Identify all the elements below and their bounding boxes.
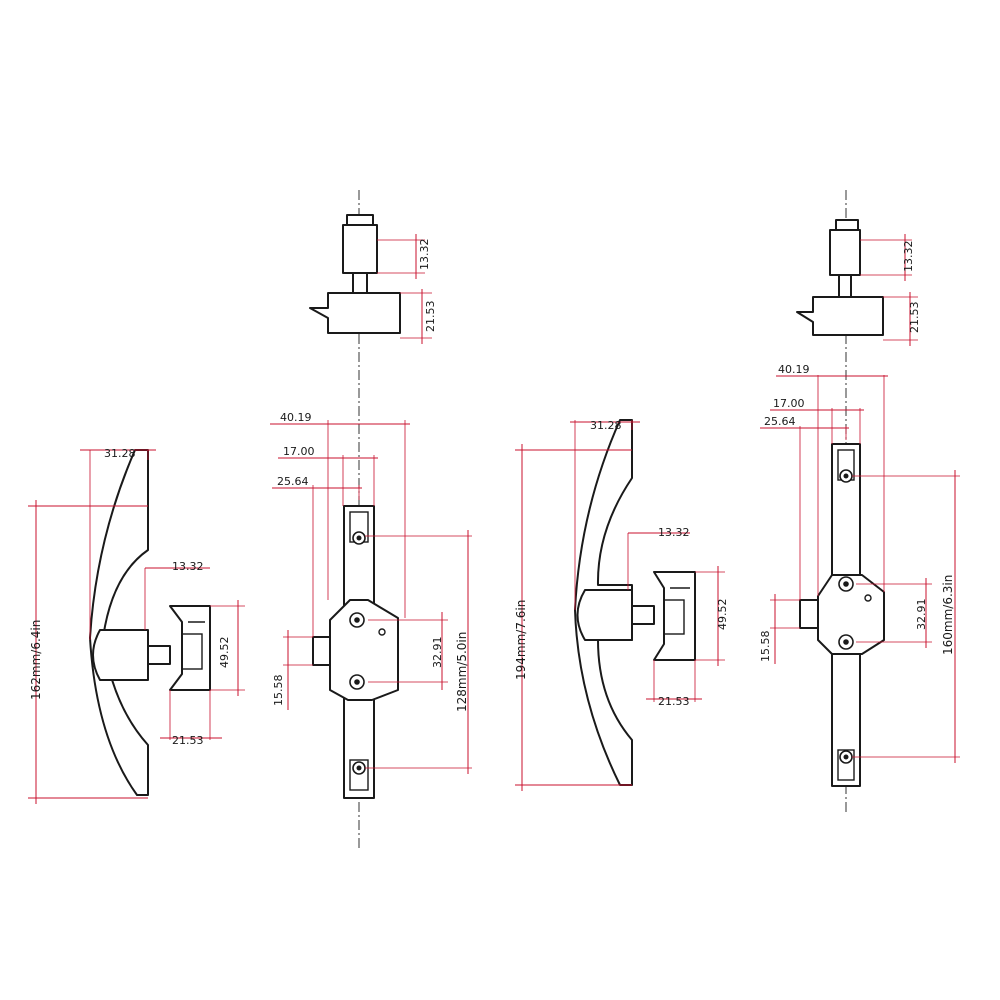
small-handle-shaft <box>147 645 171 665</box>
small-handle-cam <box>169 605 211 691</box>
large-top-pin <box>829 229 861 276</box>
large-handle-side-view <box>574 419 696 786</box>
label-49-52-a: 49.52 <box>218 637 231 669</box>
small-top-pin-head <box>346 214 374 226</box>
label-15-58-a: 15.58 <box>272 675 285 707</box>
label-21-53-d: 21.53 <box>908 302 921 334</box>
label-spacing-large: 160mm/6.3in <box>941 575 955 655</box>
small-plate-dimensions: 40.19 17.00 25.64 15.58 32.91 128mm/5.0i… <box>270 411 472 774</box>
label-32-91-a: 32.91 <box>431 637 444 669</box>
label-spacing-small: 128mm/5.0in <box>455 632 469 712</box>
large-top-stem <box>838 274 852 298</box>
label-21-53-b: 21.53 <box>424 301 437 333</box>
label-40-19-a: 40.19 <box>280 411 312 424</box>
label-32-91-b: 32.91 <box>915 599 928 631</box>
label-21-53-c: 21.53 <box>658 695 690 708</box>
label-25-64-b: 25.64 <box>764 415 796 428</box>
small-top-latch <box>309 292 401 334</box>
large-top-dimensions: 13.32 21.53 <box>860 234 921 346</box>
label-17-00-a: 17.00 <box>283 445 315 458</box>
large-handle-shaft <box>631 605 655 625</box>
small-handle-knob <box>92 629 149 681</box>
label-25-64-a: 25.64 <box>277 475 309 488</box>
label-13-32-d: 13.32 <box>902 241 915 273</box>
large-handle-cam <box>653 571 696 661</box>
small-top-pin <box>342 224 378 274</box>
label-15-58-b: 15.58 <box>759 631 772 663</box>
label-17-00-b: 17.00 <box>773 397 805 410</box>
label-13-32-a: 13.32 <box>172 560 204 573</box>
small-handle-dimensions: 31.28 13.32 49.52 21.53 162mm/6.4in <box>28 447 245 804</box>
large-handle-knob <box>576 589 633 641</box>
large-handle-dimensions: 31.28 13.32 49.52 21.53 194mm/7.6in <box>514 419 729 791</box>
label-total-small: 162mm/6.4in <box>29 620 43 700</box>
small-handle-side-view <box>89 449 211 796</box>
small-handle-cam-window <box>181 633 203 670</box>
small-plate-front-view <box>312 505 399 799</box>
label-total-large: 194mm/7.6in <box>514 600 528 680</box>
label-13-32-c: 13.32 <box>658 526 690 539</box>
small-handle-grip <box>89 449 149 796</box>
large-plate-bolt <box>799 599 819 629</box>
small-plate-bolt <box>312 636 331 666</box>
large-handle-cam-window <box>663 599 685 635</box>
small-plate-top-view <box>309 190 401 850</box>
small-top-stem <box>352 272 368 294</box>
small-top-dimensions: 13.32 21.53 <box>377 234 437 344</box>
label-40-19-b: 40.19 <box>778 363 810 376</box>
large-top-pin-head <box>835 219 859 231</box>
small-plate-body <box>329 599 399 701</box>
label-21-53-a: 21.53 <box>172 734 204 747</box>
label-49-52-b: 49.52 <box>716 599 729 631</box>
large-plate-front-view <box>799 443 885 787</box>
large-top-latch <box>796 296 884 336</box>
label-31-28-a: 31.28 <box>104 447 136 460</box>
label-31-28-b: 31.28 <box>590 419 622 432</box>
label-13-32-b: 13.32 <box>418 239 431 271</box>
large-plate-dimensions: 40.19 17.00 25.64 15.58 32.91 160mm/6.3i… <box>759 363 960 763</box>
